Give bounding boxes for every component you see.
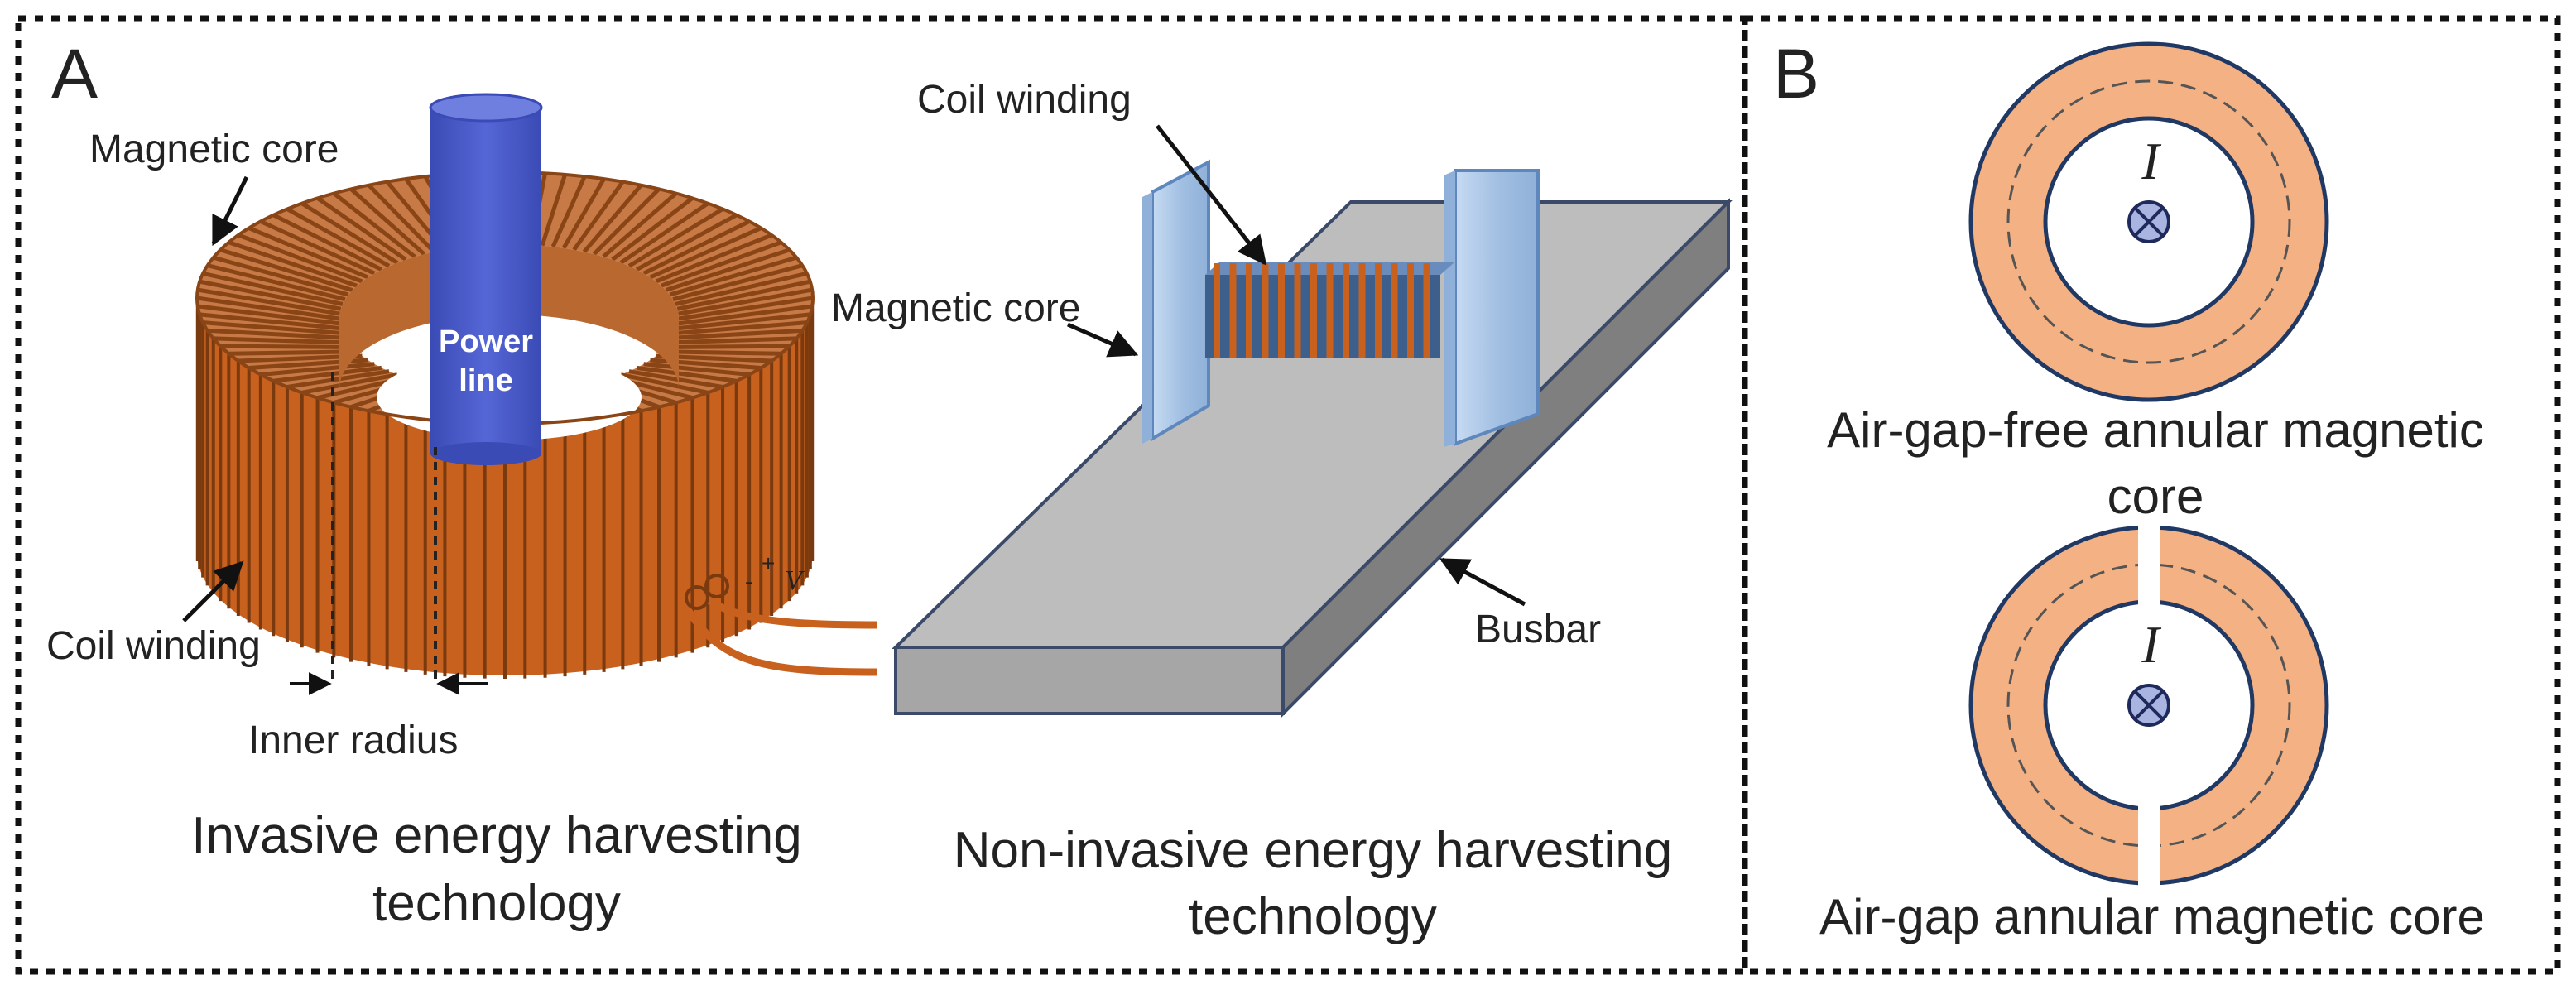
air-gap-free-caption-line-2: core: [2107, 469, 2204, 524]
sensor-plate-left: [1151, 159, 1210, 442]
air-gap-top: [2138, 517, 2160, 608]
panel-b-frame: [1742, 15, 2561, 975]
air-gap-free-core: I: [1968, 41, 2329, 402]
current-symbol-bottom: I: [2141, 615, 2161, 674]
busbar-front: [894, 646, 1285, 715]
noninvasive-coil-arrow: [1156, 124, 1267, 266]
power-line-label-1: Power: [439, 324, 533, 359]
noninvasive-caption-line-1: Non-invasive energy harvesting: [954, 822, 1672, 879]
noninvasive-coil-label: Coil winding: [917, 78, 1132, 122]
air-gap-free-core-inner-edge: [2043, 116, 2255, 328]
panel-a-letter: A: [51, 35, 98, 113]
invasive-coil-label: Coil winding: [46, 624, 261, 668]
current-symbol-top: I: [2141, 132, 2161, 190]
toroid-inner-wall: [339, 244, 679, 389]
air-gap-caption: Air-gap annular magnetic core: [1819, 889, 2485, 944]
invasive-caption-line-2: technology: [372, 875, 621, 932]
air-gap-free-caption-line-1: Air-gap-free annular magnetic: [1827, 402, 2484, 458]
invasive-core-label: Magnetic core: [89, 127, 339, 171]
noninvasive-core-arrow: [1066, 322, 1139, 358]
panel-a-frame: [15, 15, 1748, 975]
power-line-top: [429, 93, 543, 123]
air-gap-free-core-flux-path: [2006, 79, 2291, 364]
power-line-cylinder: Power line: [429, 93, 543, 465]
inner-radius-label: Inner radius: [248, 718, 458, 762]
voltage-plus: +: [762, 550, 775, 576]
air-gap-bottom: [2138, 803, 2160, 896]
sensor-plate-right-edge: [1444, 171, 1455, 447]
power-line-body: [430, 108, 541, 454]
air-gap-core: I: [1968, 517, 2329, 896]
invasive-core-arrow: [211, 175, 249, 247]
power-line-bottom: [430, 442, 541, 465]
panel-b-letter: B: [1773, 35, 1819, 113]
noninvasive-caption-line-2: technology: [1189, 888, 1437, 945]
coil-turns: [1214, 263, 1430, 358]
sensor-plate-right: [1454, 169, 1540, 446]
noninvasive-core-label: Magnetic core: [831, 286, 1080, 330]
invasive-caption-line-1: Invasive energy harvesting: [191, 807, 802, 864]
output-leads: [684, 574, 878, 676]
coil-block-front: [1205, 275, 1440, 358]
sensor-core: [1142, 159, 1540, 447]
busbar-side: [1281, 198, 1730, 718]
invasive-coil-arrow: [182, 560, 244, 622]
sensor-plate-left-edge: [1142, 192, 1152, 444]
busbar-arrow: [1439, 557, 1526, 607]
voltage-minus: -: [745, 569, 752, 594]
power-line-label-2: line: [459, 363, 512, 398]
toroid-winding-lines: [195, 305, 815, 679]
air-gap-free-core-outer-edge: [1968, 41, 2329, 402]
busbar-label: Busbar: [1475, 608, 1601, 651]
